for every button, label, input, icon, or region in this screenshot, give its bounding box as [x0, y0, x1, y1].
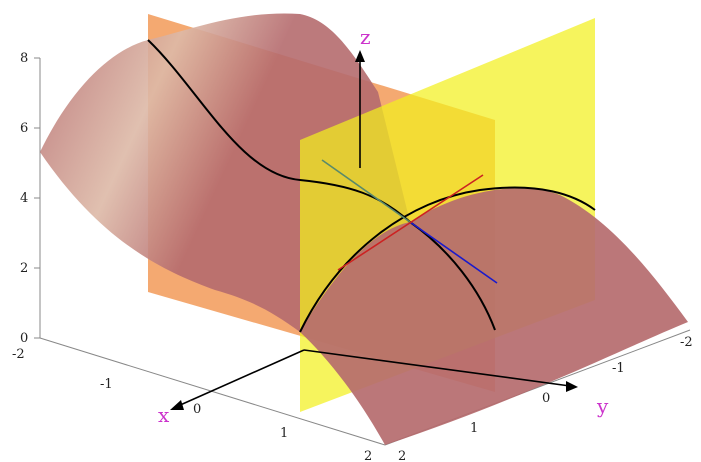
- tangent-line-red: [337, 174, 484, 271]
- x-tick-label: -1: [100, 377, 113, 392]
- z-axis-label: z: [360, 25, 371, 49]
- z-arrow: [355, 50, 365, 168]
- x-axis-label: x: [158, 403, 170, 427]
- x-tick-label: -2: [12, 347, 25, 362]
- trace-curve-yz: [299, 186, 596, 333]
- tangent-line-green: [321, 159, 411, 223]
- surface-front: [300, 188, 688, 445]
- y-axis-label: y: [596, 394, 609, 418]
- z-tick-label: 8: [20, 51, 28, 66]
- y-tick-label: 0: [542, 391, 550, 406]
- y-tick-label: -1: [612, 361, 625, 376]
- y-tick-label: -2: [680, 335, 693, 350]
- z-tick-label: 0: [20, 331, 28, 346]
- z-tick-label: 2: [20, 261, 28, 276]
- x-tick-label: 1: [280, 426, 288, 441]
- z-tick-label: 6: [20, 121, 28, 136]
- y-arrow: [303, 349, 578, 392]
- x-arrow: [170, 349, 305, 410]
- y-tick-label: 2: [398, 449, 406, 462]
- x-tick-label: 2: [364, 449, 372, 462]
- x-tick-label: 0: [193, 402, 201, 417]
- z-tick-label: 4: [20, 191, 28, 206]
- tangent-line-blue: [409, 221, 498, 284]
- y-tick-label: 1: [470, 421, 478, 436]
